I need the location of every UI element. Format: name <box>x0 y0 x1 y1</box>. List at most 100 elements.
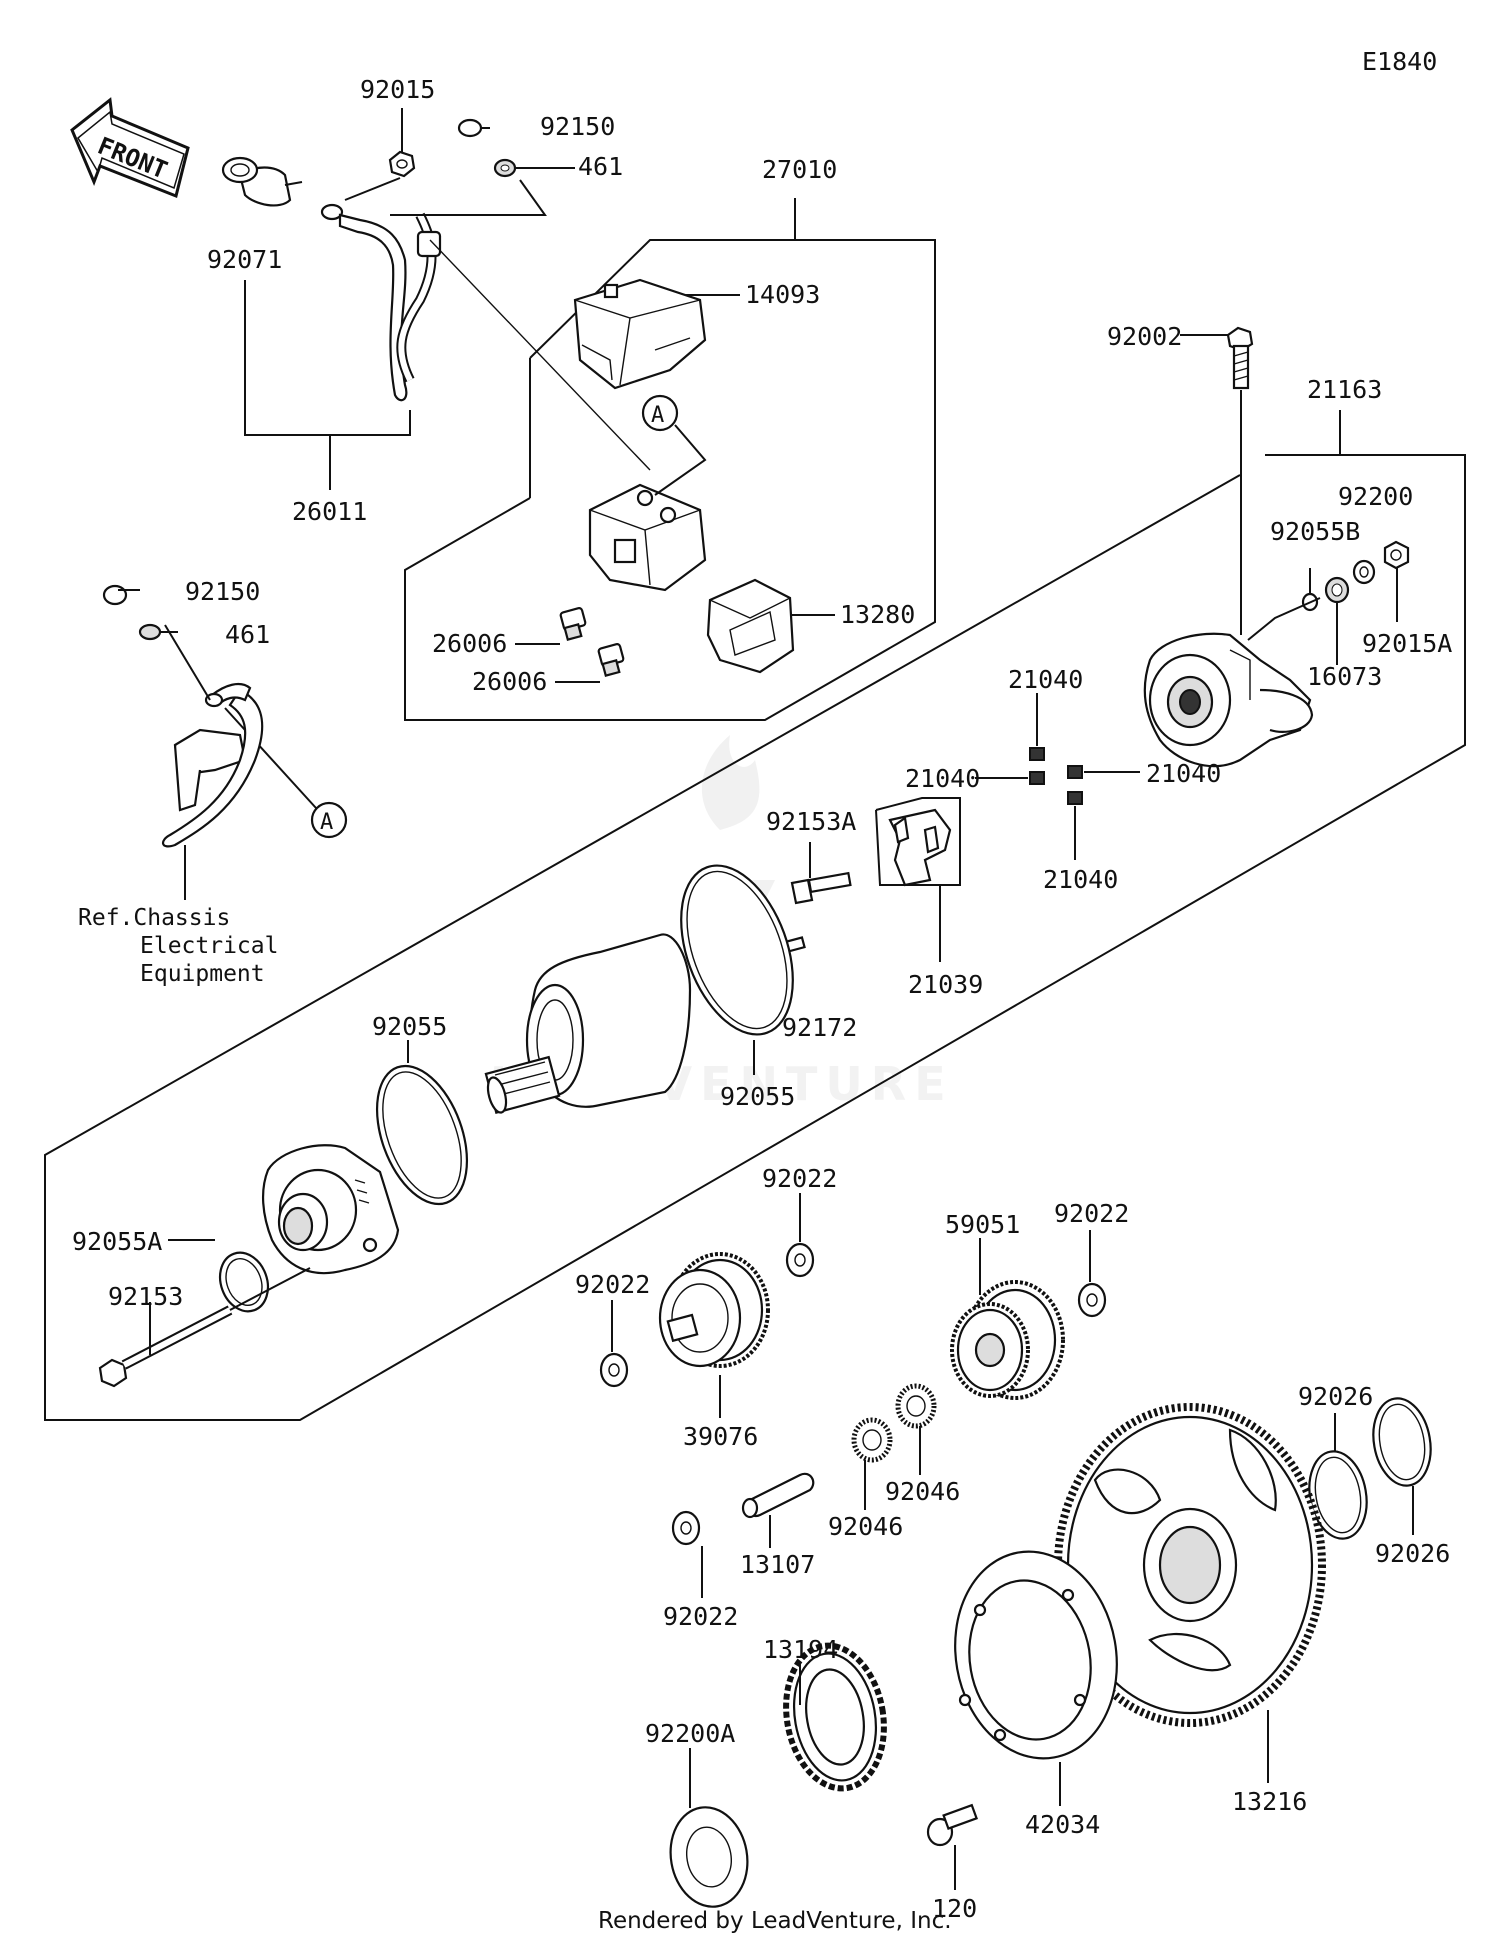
bolt-120 <box>926 1803 978 1890</box>
fuse-26006-a <box>559 607 587 641</box>
brush-spring-21040-c <box>1067 765 1083 779</box>
washer-92022-d <box>671 1510 701 1546</box>
diagram-code: E1840 <box>1362 47 1437 76</box>
label-92026-bottom[interactable]: 92026 <box>1375 1539 1450 1568</box>
label-92153[interactable]: 92153 <box>108 1282 183 1311</box>
label-92150-left[interactable]: 92150 <box>185 577 260 606</box>
assembly-27010-outline <box>404 198 936 721</box>
fuse-holder-13280 <box>706 578 795 674</box>
label-92026-top[interactable]: 92026 <box>1298 1382 1373 1411</box>
nut-92015 <box>388 150 416 178</box>
label-92022-d[interactable]: 92022 <box>663 1602 738 1631</box>
label-461-top[interactable]: 461 <box>578 152 623 181</box>
label-13280[interactable]: 13280 <box>840 600 915 629</box>
label-92172[interactable]: 92172 <box>782 1013 857 1042</box>
label-461-left[interactable]: 461 <box>225 620 270 649</box>
label-92022-a[interactable]: 92022 <box>762 1164 837 1193</box>
rear-end-cover-21163 <box>1143 632 1314 768</box>
washer-461-top <box>493 158 517 178</box>
label-92071[interactable]: 92071 <box>207 245 282 274</box>
label-92015A[interactable]: 92015A <box>1362 629 1452 658</box>
oring-92055-right <box>680 864 794 1075</box>
fuse-26006-b <box>597 643 625 677</box>
label-21040-left[interactable]: 21040 <box>905 764 980 793</box>
label-92055B[interactable]: 92055B <box>1270 517 1360 546</box>
label-26006-a[interactable]: 26006 <box>432 629 507 658</box>
harness-26011-bracket <box>244 280 411 490</box>
label-26006-b[interactable]: 26006 <box>472 667 547 696</box>
washer-92200A <box>669 1748 749 1908</box>
label-92055-right[interactable]: 92055 <box>720 1082 795 1111</box>
label-14093[interactable]: 14093 <box>745 280 820 309</box>
svg-text:A: A <box>320 810 333 835</box>
screw-92153A <box>790 842 852 905</box>
label-21039[interactable]: 21039 <box>908 970 983 999</box>
washer-92022-b <box>599 1352 629 1388</box>
shaft-13107 <box>741 1472 815 1548</box>
assembly-21163-outline <box>44 410 1466 1421</box>
gear-39076 <box>658 1252 770 1418</box>
circlip-92026-a <box>1308 1413 1368 1540</box>
label-92200A[interactable]: 92200A <box>645 1719 735 1748</box>
label-21163[interactable]: 21163 <box>1307 375 1382 404</box>
front-bracket <box>261 1144 400 1275</box>
label-92022-b[interactable]: 92022 <box>575 1270 650 1299</box>
brush-spring-21040-b <box>1029 771 1045 785</box>
label-92150-top[interactable]: 92150 <box>540 112 615 141</box>
label-21040-bottom[interactable]: 21040 <box>1043 865 1118 894</box>
label-42034[interactable]: 42034 <box>1025 1810 1100 1839</box>
label-92015[interactable]: 92015 <box>360 75 435 104</box>
label-92153A[interactable]: 92153A <box>766 807 856 836</box>
brush-spring-21040-a <box>1029 747 1045 761</box>
needle-bearing-92046-b <box>895 1383 937 1475</box>
callout-a-top: A <box>641 394 707 496</box>
label-92055A[interactable]: 92055A <box>72 1227 162 1256</box>
brush-holder-21039 <box>875 797 961 962</box>
ref-chassis-note: Ref.Chassis Electrical Equipment <box>78 905 278 987</box>
clutch-42034 <box>954 1550 1118 1806</box>
needle-bearing-92046-a <box>851 1417 893 1510</box>
starter-gear-13216 <box>1054 1403 1326 1783</box>
label-92022-c[interactable]: 92022 <box>1054 1199 1129 1228</box>
front-arrow-icon: FRONT <box>70 97 190 199</box>
label-39076[interactable]: 39076 <box>683 1422 758 1451</box>
washer-92200 <box>1352 559 1376 585</box>
starter-relay <box>588 483 707 592</box>
label-21040-top[interactable]: 21040 <box>1008 665 1083 694</box>
label-92055-left[interactable]: 92055 <box>372 1012 447 1041</box>
gear-59051 <box>950 1238 1065 1400</box>
label-120[interactable]: 120 <box>932 1894 977 1923</box>
oring-92055-left <box>375 1040 469 1206</box>
bolt-92150-top <box>457 118 490 138</box>
label-92046-b[interactable]: 92046 <box>885 1477 960 1506</box>
ref-note-line-3: Equipment <box>140 961 265 987</box>
label-27010[interactable]: 27010 <box>762 155 837 184</box>
ref-note-line-2: Electrical <box>140 933 278 959</box>
label-13216[interactable]: 13216 <box>1232 1787 1307 1816</box>
label-92002[interactable]: 92002 <box>1107 322 1182 351</box>
label-26011[interactable]: 26011 <box>292 497 367 526</box>
callout-a-left: A <box>224 707 348 839</box>
yoke-assembly <box>484 933 692 1114</box>
bolt-92002 <box>1180 326 1254 635</box>
ref-note-line-1: Ref.Chassis <box>78 905 230 931</box>
label-16073[interactable]: 16073 <box>1307 662 1382 691</box>
label-92200[interactable]: 92200 <box>1338 482 1413 511</box>
label-21040-right[interactable]: 21040 <box>1146 759 1221 788</box>
bolt-92153 <box>98 1302 233 1388</box>
label-13107[interactable]: 13107 <box>740 1550 815 1579</box>
oring-92055A <box>218 1251 270 1313</box>
label-92046-a[interactable]: 92046 <box>828 1512 903 1541</box>
washer-92022-c <box>1077 1282 1107 1318</box>
brush-spring-21040-d <box>1067 791 1083 805</box>
label-13194[interactable]: 13194 <box>763 1635 838 1664</box>
nut-92015A <box>1383 540 1410 570</box>
ref-chassis-cable <box>102 584 264 900</box>
oneway-clutch-13194 <box>783 1642 887 1792</box>
starter-cable-26011 <box>221 156 651 471</box>
washer-92022-a <box>785 1242 815 1278</box>
label-59051[interactable]: 59051 <box>945 1210 1020 1239</box>
rendered-by-footer: Rendered by LeadVenture, Inc. <box>598 1908 952 1934</box>
